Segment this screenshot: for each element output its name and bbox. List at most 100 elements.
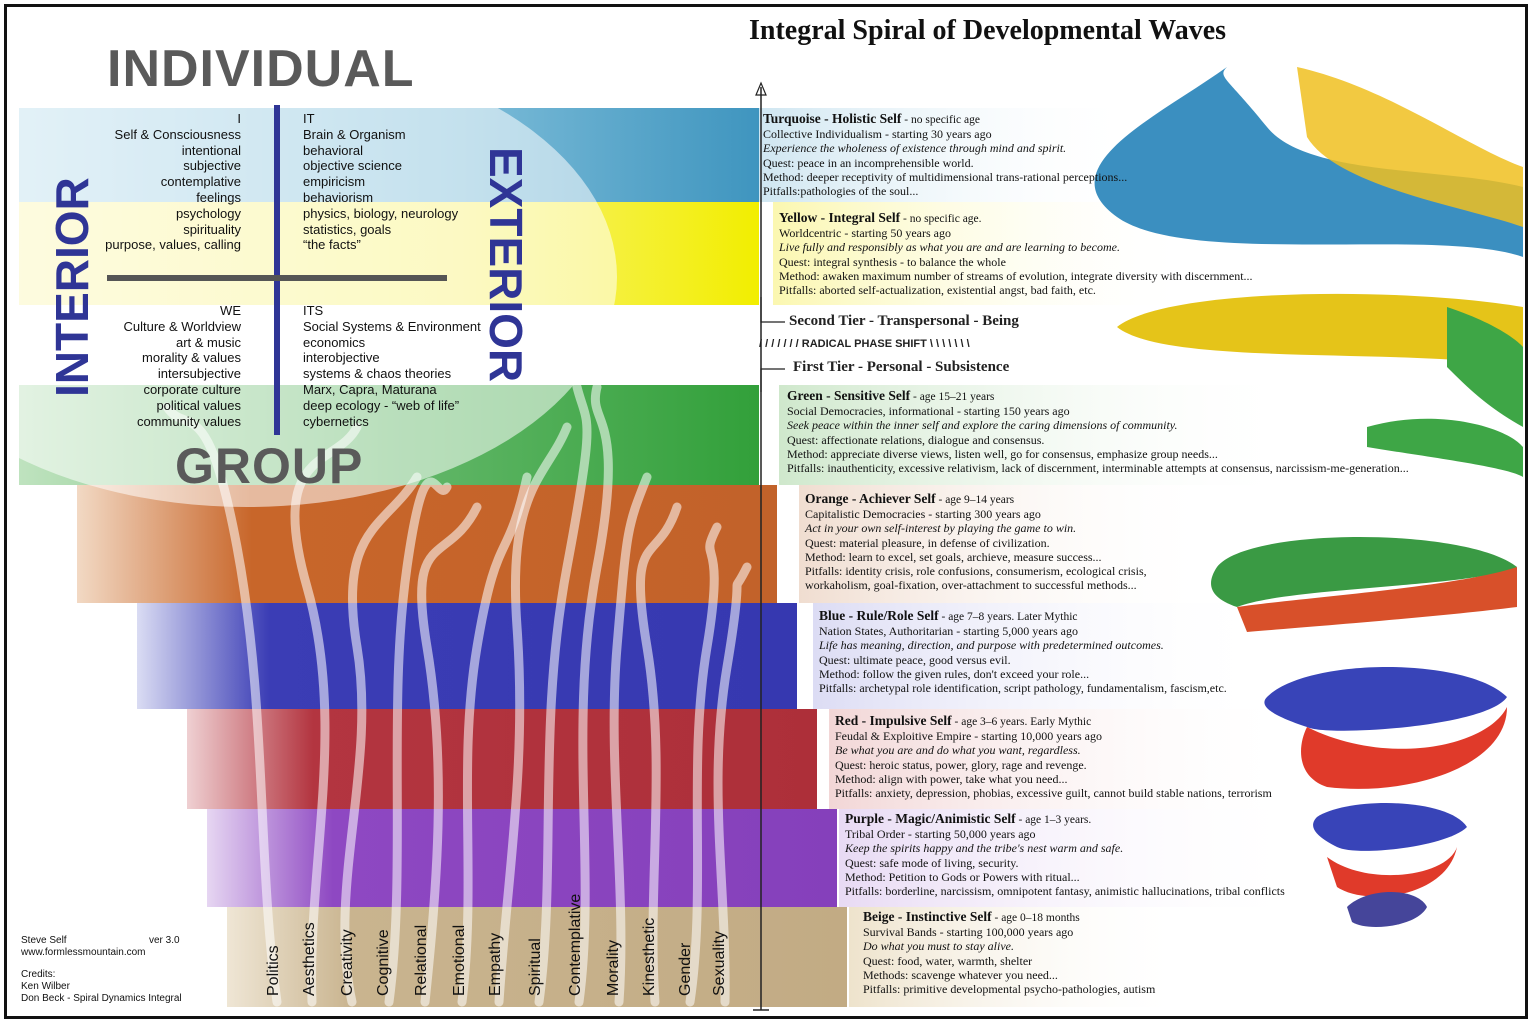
wave-line: Method: deeper receptivity of multidimen… [763,169,1128,184]
ur-line: “the facts” [303,237,361,253]
wave-line: Pitfalls: identity crisis, role confusio… [805,564,1147,579]
wave-title: Purple - Magic/Animistic Self [845,811,1016,826]
wave-motto: Act in your own self-interest by playing… [805,521,1077,536]
wave-purple: Purple - Magic/Animistic Self - age 1–3 … [845,811,1285,899]
ul-line: feelings [196,189,241,205]
wave-title: Yellow - Integral Self [779,210,901,225]
wave-line: Method: appreciate diverse views, listen… [787,446,1218,461]
page-title: Integral Spiral of Developmental Waves [749,15,1227,46]
line-empathy: Empathy [487,932,504,996]
ll-line: morality & values [142,350,241,366]
wave-line: Tribal Order - starting 50,000 years ago [845,827,1036,842]
ll-line: community values [136,413,241,429]
ur-line: behavioral [303,142,363,158]
wave-line: Quest: material pleasure, in defense of … [805,535,1050,550]
wave-line: Method: Petition to Gods or Powers with … [845,869,1080,884]
quadrant-lower-left: WE Culture & Worldview art & music moral… [123,303,241,429]
quadrant-upper-right: IT Brain & Organism behavioral objective… [303,111,458,253]
wave-line: Survival Bands - starting 100,000 years … [863,925,1074,940]
lr-line: Marx, Capra, Maturana [303,381,437,397]
credit-wilber: Ken Wilber [21,981,70,992]
wave-title: Green - Sensitive Self [787,388,911,403]
wave-line: Feudal & Exploitive Empire - starting 10… [835,729,1102,744]
wave-line: Quest: peace in an incomprehensible worl… [763,155,974,170]
line-morality: Morality [605,939,622,996]
wave-motto: Seek peace within the inner self and exp… [787,418,1178,433]
wave-age: - no specific age. [900,213,982,225]
wave-title: Red - Impulsive Self [835,713,952,728]
ll-line: art & music [175,334,241,350]
wave-yellow: Yellow - Integral Self - no specific age… [779,210,1253,298]
first-tier-label: First Tier - Personal - Subsistence [793,359,1010,375]
wave-line: Social Democracies, informational - star… [787,404,1070,419]
wave-motto: Keep the spirits happy and the tribe's n… [845,841,1124,856]
credits-label: Credits: [21,969,56,980]
ll-line: political values [156,397,241,413]
line-aesthetics: Aesthetics [301,922,318,996]
wave-motto: Be what you are and do what you want, re… [835,743,1081,758]
wave-motto: Life has meaning, direction, and purpose… [819,638,1164,653]
wave-line: Method: learn to excel, set goals, archi… [805,549,1102,564]
heading-individual: INDIVIDUAL [107,40,415,98]
wave-title: Turquoise - Holistic Self [763,111,902,126]
wave-line: workaholism, goal-fixation, over-attachm… [805,578,1137,593]
wave-line: Pitfalls: inauthenticity, excessive rela… [787,461,1409,476]
wave-line: Methods: scavenge whatever you need... [863,967,1058,982]
wave-line: Pitfalls: borderline, narcissism, omnipo… [845,884,1285,899]
credit-author: Steve Self [21,935,67,946]
ll-line: corporate culture [143,381,241,397]
line-emotional: Emotional [451,924,468,996]
ul-line: intentional [181,142,241,158]
wave-line: Quest: ultimate peace, good versus evil. [819,652,1011,667]
ul-line: spirituality [183,221,241,237]
wave-motto: Do what you must to stay alive. [863,939,1014,954]
wave-age: - no specific age [901,114,980,126]
wave-age: - age 0–18 months [991,912,1080,924]
wave-line: Quest: affectionate relations, dialogue … [787,432,1045,447]
line-gender: Gender [677,942,694,996]
ul-line: I [237,111,241,126]
ur-line: empiricism [303,174,366,190]
ur-line: objective science [303,158,402,174]
ur-line: Brain & Organism [303,126,406,142]
second-tier-label: Second Tier - Transpersonal - Being [789,313,1019,329]
lr-line: systems & chaos theories [303,366,452,382]
wave-orange: Orange - Achiever Self - age 9–14 years … [805,491,1147,593]
quadrant-lower-right: ITS Social Systems & Environment economi… [303,303,481,429]
heading-group: GROUP [175,438,364,494]
ur-line: behaviorism [303,189,374,205]
line-politics: Politics [265,945,282,996]
spiral-graphic [1094,67,1523,927]
poster-frame: Integral Spiral of Developmental Waves I… [4,4,1528,1019]
ul-line: contemplative [160,174,241,190]
wave-age: - age 3–6 years. Early Mythic [951,716,1092,728]
credit-site: www.formlessmountain.com [21,947,146,958]
ul-line: Self & Consciousness [114,126,241,142]
wave-line: Pitfalls: aborted self-actualization, ex… [779,283,1096,298]
wave-beige: Beige - Instinctive Self - age 0–18 mont… [863,909,1155,996]
wave-line: Nation States, Authoritarian - starting … [819,624,1078,639]
line-spiritual: Spiritual [527,938,544,996]
wave-turquoise: Turquoise - Holistic Self - no specific … [763,111,1128,198]
line-contemplative: Contemplative [567,893,584,996]
wave-title: Blue - Rule/Role Self [819,608,939,623]
wave-line: Method: align with power, take what you … [835,771,1068,786]
wave-line: Collective Individualism - starting 30 y… [763,127,992,142]
wave-age: - age 15–21 years [910,391,995,403]
line-sexuality: Sexuality [711,931,728,996]
credit-version: ver 3.0 [149,935,180,946]
heading-exterior: EXTERIOR [480,147,532,383]
ul-line: psychology [175,205,241,221]
wave-line: Worldcentric - starting 50 years ago [779,226,951,241]
wave-line: Pitfalls: anxiety, depression, phobias, … [835,786,1272,801]
wave-line: Quest: heroic status, power, glory, rage… [835,757,1087,772]
heading-interior: INTERIOR [46,177,98,397]
wave-title: Orange - Achiever Self [805,491,936,506]
wave-line: Quest: food, water, warmth, shelter [863,953,1033,968]
wave-line: Method: follow the given rules, don't ex… [819,666,1090,681]
wave-age: - age 9–14 years [935,494,1015,506]
ul-line: subjective [183,158,241,174]
lr-line: ITS [303,303,324,318]
radical-phase-shift: / / / / / / / RADICAL PHASE SHIFT \ \ \ … [759,338,970,350]
lr-line: deep ecology - “web of life” [303,397,460,413]
